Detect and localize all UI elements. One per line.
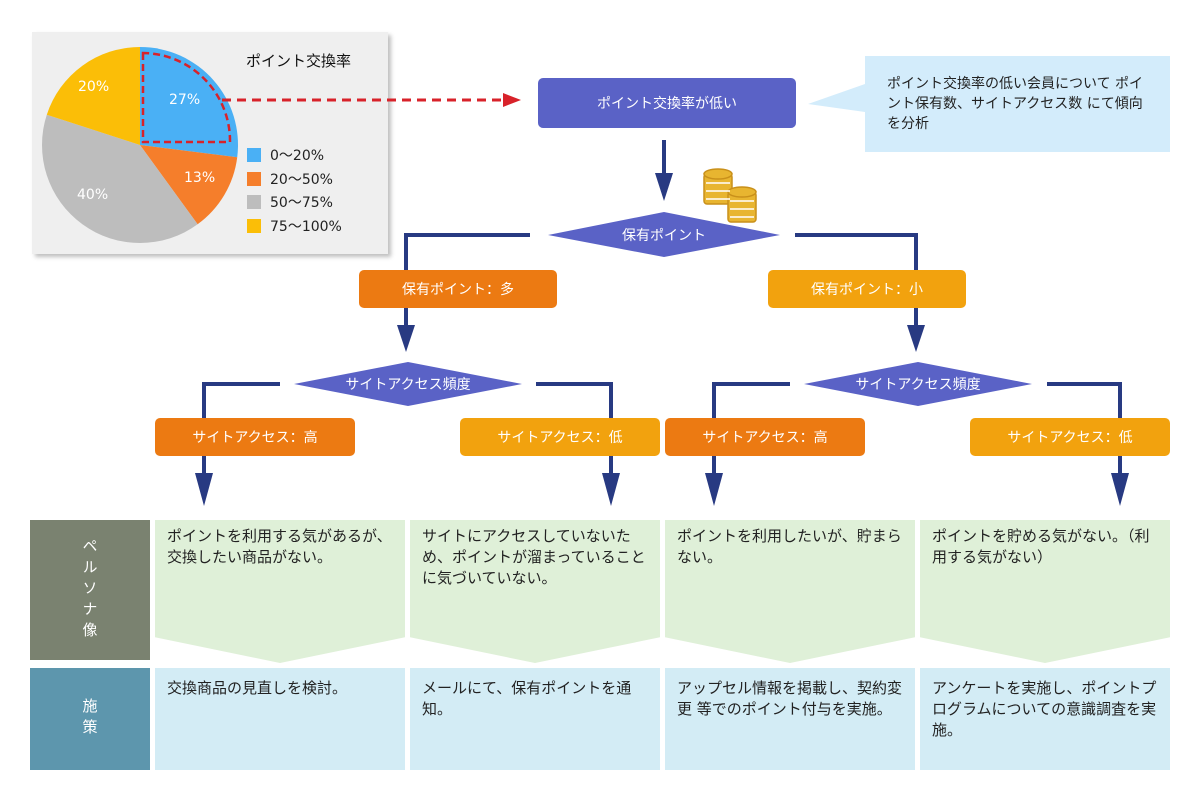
analysis-note: ポイント交換率の低い会員について ポイント保有数、サイトアクセス数 にて傾向を分… — [865, 56, 1170, 152]
access-diamond-left-shape — [294, 362, 522, 406]
legend-swatch — [247, 148, 261, 162]
low-exchange-rate-box: ポイント交換率が低い — [538, 78, 796, 128]
pie-slice — [46, 47, 140, 145]
note-pointer — [808, 84, 865, 112]
dashed-arrow-head — [503, 93, 521, 107]
access-diamond-right-shape — [804, 362, 1032, 406]
pie-slice — [41, 114, 198, 243]
persona-cell: ポイントを利用したいが、貯まらない。 — [665, 520, 915, 663]
measure-cell: アップセル情報を掲載し、契約変更 等でのポイント付与を実施。 — [665, 668, 915, 770]
pie-slice — [140, 145, 238, 225]
legend-label: 75〜100% — [270, 219, 342, 235]
slice-label-13: 13% — [184, 170, 216, 186]
legend-label: 50〜75% — [270, 195, 333, 211]
access-low-box: サイトアクセス：低 — [460, 418, 660, 456]
persona-cell: ポイントを貯める気がない。（利用する気がない） — [920, 520, 1170, 663]
coin-stack-icon — [703, 168, 757, 223]
measure-row-header: 施策 — [30, 668, 150, 770]
legend-label: 20〜50% — [270, 172, 333, 188]
measure-cell: アンケートを実施し、ポイントプログラムについての意識調査を実施。 — [920, 668, 1170, 770]
access-high-box: サイトアクセス：高 — [155, 418, 355, 456]
legend-label: 0〜20% — [270, 148, 325, 164]
holding-high-box: 保有ポイント：多 — [359, 270, 557, 308]
legend-swatch — [247, 195, 261, 209]
access-low-box: サイトアクセス：低 — [970, 418, 1170, 456]
holding-diamond-label: 保有ポイント — [622, 228, 706, 244]
persona-cell: ポイントを利用する気があるが、交換したい商品がない。 — [155, 520, 405, 663]
measure-cell: メールにて、保有ポイントを通知。 — [410, 668, 660, 770]
pie-slice — [140, 47, 238, 158]
measure-cell: 交換商品の見直しを検討。 — [155, 668, 405, 770]
pie-chart — [41, 47, 238, 243]
highlight-dashed-outline — [141, 51, 232, 144]
access-diamond-right-label: サイトアクセス頻度 — [855, 377, 981, 393]
legend-swatch — [247, 219, 261, 233]
legend-item: 20〜50% — [247, 170, 333, 188]
persona-cell: サイトにアクセスしていないため、ポイントが溜まっていることに気づいていない。 — [410, 520, 660, 663]
slice-label-27: 27% — [169, 92, 201, 108]
slice-label-40: 40% — [77, 187, 109, 203]
access-high-box: サイトアクセス：高 — [665, 418, 865, 456]
holding-diamond-shape — [548, 212, 780, 257]
legend-item: 75〜100% — [247, 217, 342, 235]
access-diamond-left-label: サイトアクセス頻度 — [345, 377, 471, 393]
legend-swatch — [247, 172, 261, 186]
pie-title: ポイント交換率 — [246, 52, 352, 70]
persona-row-header: ペルソナ像 — [30, 520, 150, 660]
legend-item: 50〜75% — [247, 193, 333, 211]
holding-low-box: 保有ポイント：小 — [768, 270, 966, 308]
slice-label-20: 20% — [78, 79, 110, 95]
legend-item: 0〜20% — [247, 146, 324, 164]
